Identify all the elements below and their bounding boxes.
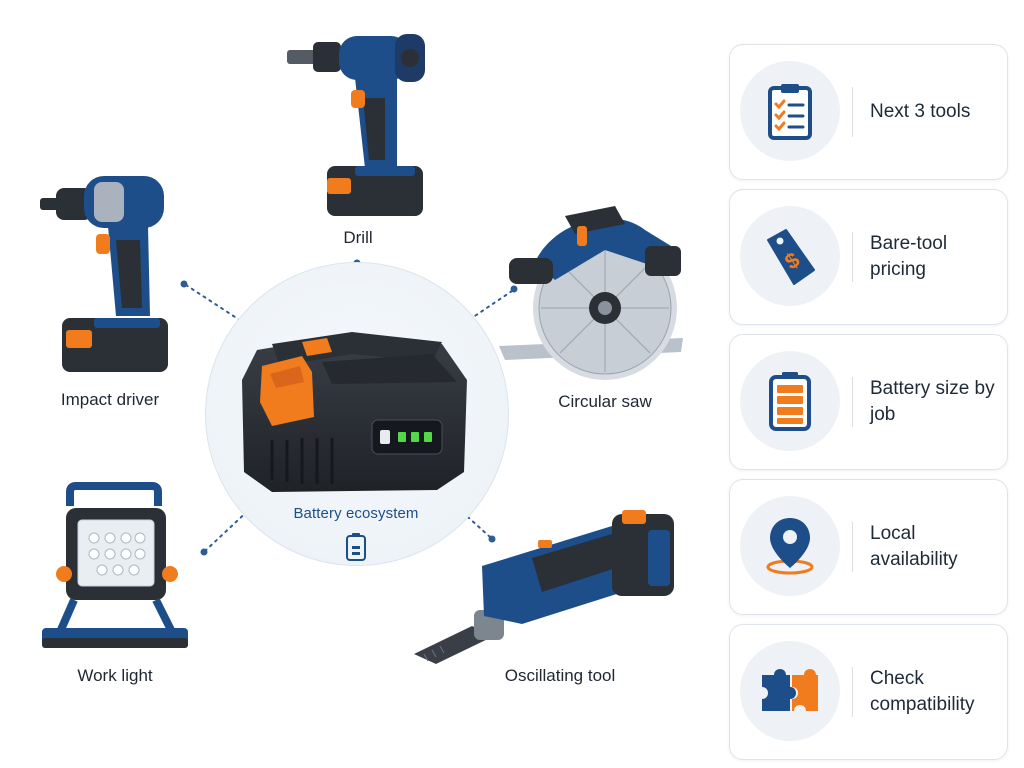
tool-label-drill: Drill <box>343 228 373 247</box>
connector-dot-impact-driver <box>180 280 188 288</box>
tool-label-work-light: Work light <box>77 666 153 685</box>
card-local-availability[interactable]: Local availability <box>729 479 1008 615</box>
card-badge <box>740 496 840 596</box>
hub-label: Battery ecosystem <box>293 505 419 522</box>
card-battery-size[interactable]: Battery size by job <box>729 334 1008 470</box>
card-label: Check compatibility <box>870 668 975 715</box>
card-badge <box>740 351 840 451</box>
tool-label-oscillating-tool: Oscillating tool <box>504 666 616 685</box>
card-badge: $ <box>740 206 840 306</box>
impact-driver-icon <box>40 176 168 372</box>
price-tag-icon: $ <box>767 229 815 285</box>
card-next-tools[interactable]: Next 3 tools <box>729 44 1008 180</box>
drill-icon <box>287 34 425 216</box>
tool-label-circular-saw: Circular saw <box>558 392 652 411</box>
work-light-icon <box>42 482 188 648</box>
battery-icon <box>346 533 366 561</box>
connector-dot-circular-saw <box>510 285 518 293</box>
puzzle-icon <box>762 669 818 711</box>
card-label: Bare-tool pricing <box>870 233 948 280</box>
ecosystem-diagram: Battery ecosystem Drill Impact driver <box>40 34 683 685</box>
tool-label-impact-driver: Impact driver <box>60 390 160 409</box>
oscillating-tool-icon <box>414 510 674 664</box>
battery-level-icon <box>769 372 811 431</box>
connector-dot-oscillating-tool <box>488 535 496 543</box>
circular-saw-icon <box>499 206 683 380</box>
card-label: Battery size by job <box>870 378 995 425</box>
connector-dot-work-light <box>200 548 208 556</box>
card-check-compatibility[interactable]: Check compatibility <box>729 624 1008 760</box>
card-badge <box>740 61 840 161</box>
location-pin-icon <box>766 518 814 575</box>
card-badge <box>740 641 840 741</box>
card-label: Next 3 tools <box>870 101 971 122</box>
clipboard-checklist-icon <box>768 84 812 140</box>
battery-pack-icon <box>242 332 467 492</box>
card-label: Local availability <box>870 523 958 570</box>
card-bare-tool-pricing[interactable]: $ Bare-tool pricing <box>729 189 1008 325</box>
